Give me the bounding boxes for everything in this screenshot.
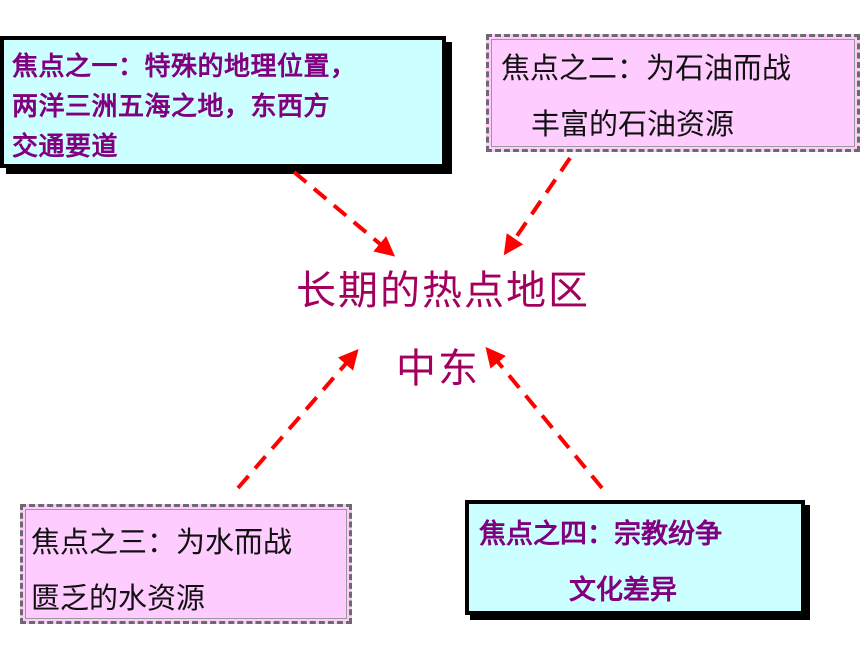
focus-1-line-2: 两洋三洲五海之地，东西方	[12, 92, 331, 122]
focus-1-line-3: 交通要道	[12, 132, 119, 162]
center-subtitle: 中东	[396, 346, 480, 392]
focus-4-line-2: 文化差异	[569, 575, 677, 606]
center-title: 长期的热点地区	[296, 268, 590, 314]
focus-3-line-1: 焦点之三：为水而战	[31, 525, 293, 559]
focus-4-line-1: 焦点之四：宗教纷争	[479, 519, 722, 550]
focus-box-1: 焦点之一：特殊的地理位置， 两洋三洲五海之地，东西方 交通要道	[0, 36, 446, 168]
arrow-from-focus-4	[485, 346, 604, 490]
focus-box-2: 焦点之二：为石油而战 丰富的石油资源	[486, 34, 860, 152]
focus-3-line-2: 匮乏的水资源	[31, 581, 206, 615]
focus-1-line-1: 焦点之一：特殊的地理位置，	[12, 52, 357, 82]
focus-2-line-1: 焦点之二：为石油而战	[501, 51, 792, 85]
focus-box-4: 焦点之四：宗教纷争 文化差异	[465, 500, 805, 615]
arrow-from-focus-3	[236, 348, 359, 490]
focus-2-line-2: 丰富的石油资源	[531, 107, 735, 141]
focus-box-3: 焦点之三：为水而战 匮乏的水资源	[20, 504, 352, 624]
arrow-from-focus-2	[503, 156, 572, 256]
arrow-from-focus-1	[292, 170, 396, 257]
